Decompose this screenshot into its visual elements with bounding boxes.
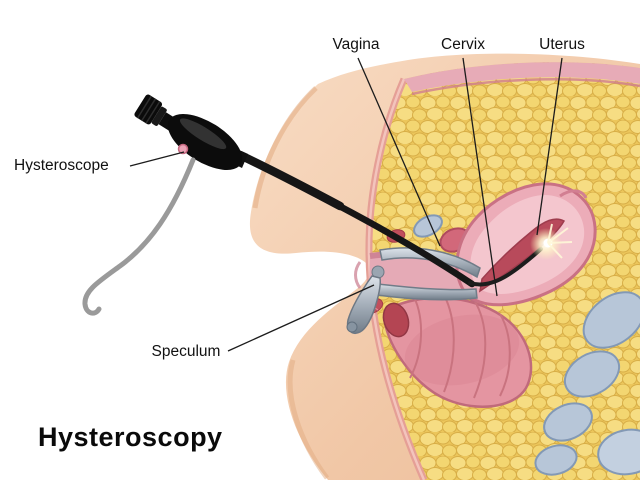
label-leader-lines bbox=[129, 57, 563, 352]
leader-vagina bbox=[357, 57, 441, 247]
scope-port bbox=[177, 143, 189, 155]
page-title: Hysteroscopy bbox=[38, 422, 223, 452]
leader-hysteroscope bbox=[129, 151, 185, 167]
speculum-handle bbox=[346, 275, 381, 334]
hysteroscope-shaft bbox=[235, 150, 543, 288]
label-uterus: Uterus bbox=[539, 36, 585, 53]
leader-uterus bbox=[536, 57, 563, 236]
label-vagina: Vagina bbox=[332, 36, 380, 53]
colon bbox=[382, 294, 533, 408]
hysteroscope-device bbox=[134, 94, 248, 170]
speculum-instrument bbox=[346, 247, 481, 334]
label-hysteroscope: Hysteroscope bbox=[14, 157, 109, 174]
label-cervix: Cervix bbox=[441, 36, 485, 53]
label-speculum: Speculum bbox=[151, 343, 221, 360]
leader-speculum bbox=[227, 284, 375, 352]
leader-cervix bbox=[462, 57, 498, 297]
pubic-bone bbox=[413, 214, 443, 238]
scope-light-glow bbox=[530, 223, 573, 260]
pelvic-bones bbox=[413, 214, 640, 476]
light-cable bbox=[82, 157, 196, 316]
uterus-organ bbox=[455, 182, 597, 307]
